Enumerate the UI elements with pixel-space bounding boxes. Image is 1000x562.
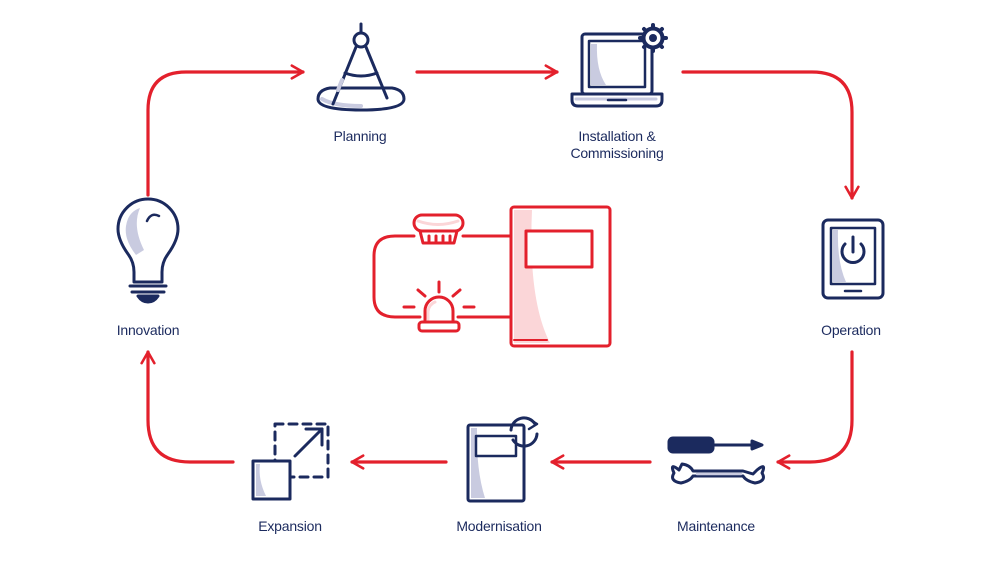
fire-alarm-system-icon [372,205,612,348]
tablet-power-icon [821,218,885,300]
stage-label-modernisation: Modernisation [456,518,542,534]
stage-label-operation: Operation [821,322,881,338]
arrow-expansion-to-innovation [140,350,235,464]
stage-label-planning: Planning [333,128,387,144]
light-bulb-icon [116,197,180,304]
arrow-installation-to-operation [681,70,860,200]
wrench-screwdriver-icon [667,436,766,485]
compass-icon [316,22,406,112]
stage-label-innovation: Innovation [116,322,180,338]
arrow-operation-to-maintenance [776,350,854,470]
stage-label-maintenance: Maintenance [677,518,755,534]
stage-label-expansion: Expansion [258,518,322,534]
panel-refresh-icon [466,416,539,503]
expand-arrow-icon [251,422,330,501]
laptop-gear-icon [570,23,668,108]
arrow-innovation-to-planning [146,64,305,197]
stage-label-installation-commissioning: Installation & Commissioning [570,128,664,161]
